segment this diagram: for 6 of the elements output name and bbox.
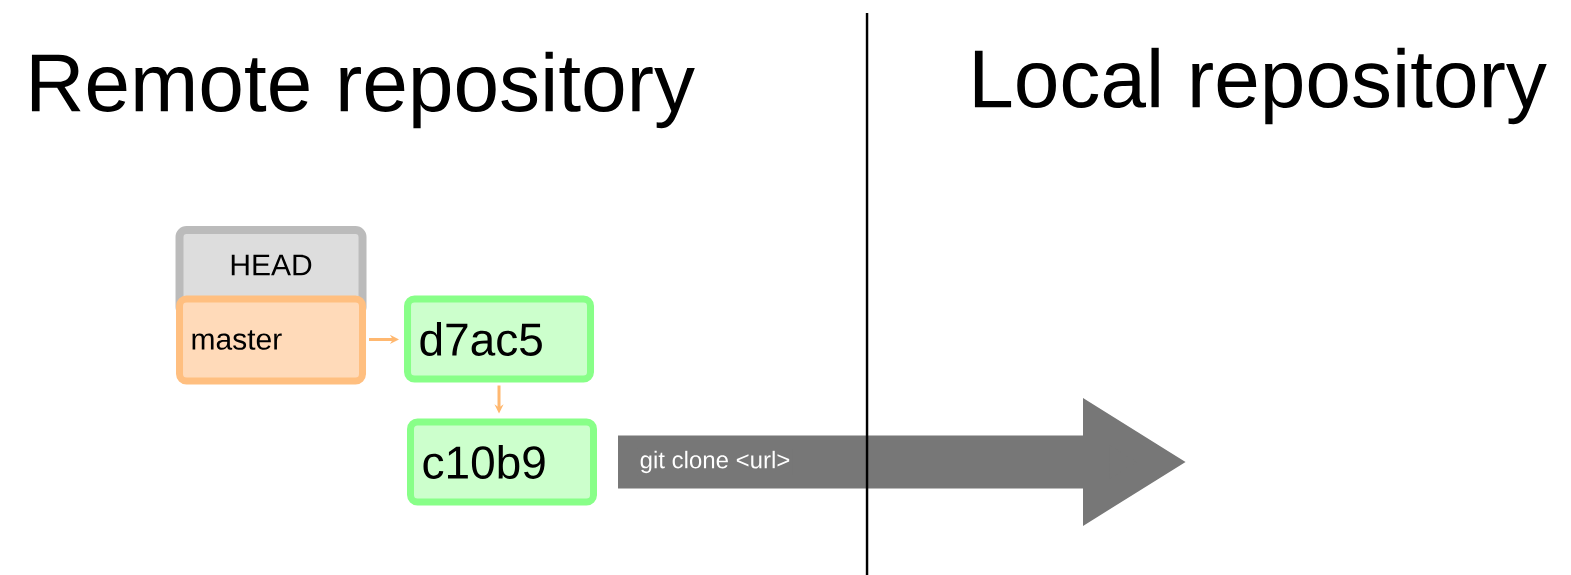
branch-box: master [176,295,366,385]
section-title: Local repository [974,47,1547,125]
commit-box: d7ac5 [404,295,594,383]
edge-label: git clone <url> [640,450,790,474]
section-title: Remote repository [31,51,695,129]
commit-box: c10b9 [407,418,597,506]
